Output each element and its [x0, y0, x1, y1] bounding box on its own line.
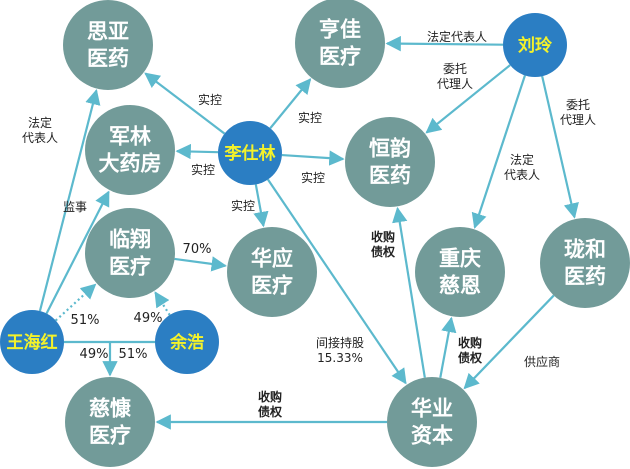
- node-name: 思亚: [87, 20, 129, 44]
- share-yuhao-cikang: 51%: [119, 347, 148, 362]
- node-name: 大药房: [99, 152, 162, 176]
- edge-label: 法定代表人: [427, 29, 487, 44]
- edge-label: 实控: [298, 110, 322, 125]
- node-name: 医疗: [251, 274, 293, 298]
- edge-label: 法定: [510, 152, 534, 167]
- node-name: 医疗: [109, 255, 151, 279]
- company-circle: [63, 0, 153, 90]
- edge-label: 实控: [191, 162, 215, 177]
- node-name: 恒韵: [369, 137, 411, 161]
- company-circle: [415, 227, 505, 317]
- node-name: 医药: [369, 164, 411, 188]
- edge-label: 实控: [198, 92, 222, 107]
- edge-liuling-to-hengjia: [385, 35, 504, 52]
- edge-label: 实控: [231, 198, 255, 213]
- node-yuhao: 余浩: [155, 310, 219, 374]
- edge-label: 债权: [258, 404, 283, 419]
- company-circle: [85, 105, 175, 195]
- node-name: 亨佳: [319, 18, 361, 42]
- company-circle: [65, 377, 155, 467]
- edge-label: 供应商: [524, 354, 560, 369]
- edge-label: 51%: [71, 313, 100, 328]
- edge-lishilin-to-huaying: [253, 184, 269, 228]
- company-circle: [85, 208, 175, 298]
- edge-liuling-to-chongqing: [471, 75, 527, 229]
- edge-label: 收购: [371, 229, 395, 244]
- node-name: 医疗: [319, 45, 361, 69]
- node-name: 重庆: [439, 247, 481, 271]
- edge-label: 间接持股: [316, 335, 364, 350]
- edge-label: 49%: [134, 311, 163, 326]
- edge-huaye-to-chongqing: [439, 316, 457, 378]
- node-liuling: 刘玲: [503, 13, 567, 77]
- node-name: 王海红: [7, 332, 58, 353]
- person-circle: [0, 310, 64, 374]
- company-circle: [227, 227, 317, 317]
- edge-label: 代理人: [560, 113, 596, 127]
- node-name: 医疗: [89, 424, 131, 448]
- node-wanghaihong: 王海红: [0, 310, 64, 374]
- edge-wanghaihong-to-junlin: [45, 190, 110, 314]
- node-name: 慈恩: [439, 274, 481, 298]
- person-circle: [155, 310, 219, 374]
- edge-wanghaihong-to-siya: [38, 89, 101, 312]
- edge-label: 代表人: [22, 131, 58, 145]
- edge-longhe-to-huaye: [463, 294, 555, 390]
- edge-label: 代理人: [437, 77, 473, 91]
- person-circle: [218, 121, 282, 185]
- node-name: 慈慷: [89, 397, 131, 421]
- edge-label: 债权: [371, 244, 396, 259]
- edge-label: 债权: [458, 350, 483, 365]
- edge-liuling-to-hengyun: [425, 64, 511, 134]
- company-circle: [387, 377, 477, 467]
- node-name: 余浩: [169, 332, 204, 353]
- edge-lishilin-to-junlin: [175, 143, 219, 160]
- node-lishilin: 李仕林: [218, 121, 282, 185]
- edge-label: 15.33%: [317, 351, 363, 365]
- edge-label: 实控: [301, 170, 325, 185]
- node-name: 军林: [109, 125, 151, 149]
- edge-label: 委托: [566, 98, 590, 112]
- edge-label: 70%: [183, 242, 212, 257]
- node-name: 医药: [564, 265, 606, 289]
- node-name: 临翔: [109, 228, 151, 252]
- edge-huaye-to-hengyun: [392, 206, 426, 378]
- edge-linxiang-to-huaying: [174, 256, 227, 272]
- person-circle: [503, 13, 567, 77]
- node-name: 华应: [251, 247, 293, 271]
- edge-liuling-to-longhe: [541, 75, 579, 219]
- edge-lishilin-to-hengjia: [269, 78, 312, 129]
- edge-label: 法定: [28, 115, 52, 130]
- node-name: 医药: [87, 47, 129, 71]
- node-name: 资本: [411, 424, 453, 448]
- edge-label: 收购: [258, 389, 282, 404]
- edge-label: 收购: [458, 335, 482, 350]
- share-wanghaihong-cikang: 49%: [80, 347, 109, 362]
- edge-label: 委托: [443, 62, 467, 76]
- node-name: 珑和: [564, 238, 606, 262]
- edge-lishilin-to-hengyun: [281, 150, 345, 166]
- company-circle: [295, 0, 385, 88]
- edge-label: 代表人: [504, 168, 540, 182]
- node-name: 李仕林: [225, 143, 276, 164]
- edge-wanghaihong-to-linxiang: [54, 283, 97, 322]
- edge-lishilin-to-huaye: [267, 178, 407, 385]
- node-name: 华业: [411, 397, 453, 421]
- node-name: 刘玲: [518, 35, 553, 56]
- company-circle: [540, 218, 630, 308]
- edge-label: 监事: [63, 200, 87, 214]
- edge-lishilin-to-siya: [144, 72, 226, 135]
- company-circle: [345, 117, 435, 207]
